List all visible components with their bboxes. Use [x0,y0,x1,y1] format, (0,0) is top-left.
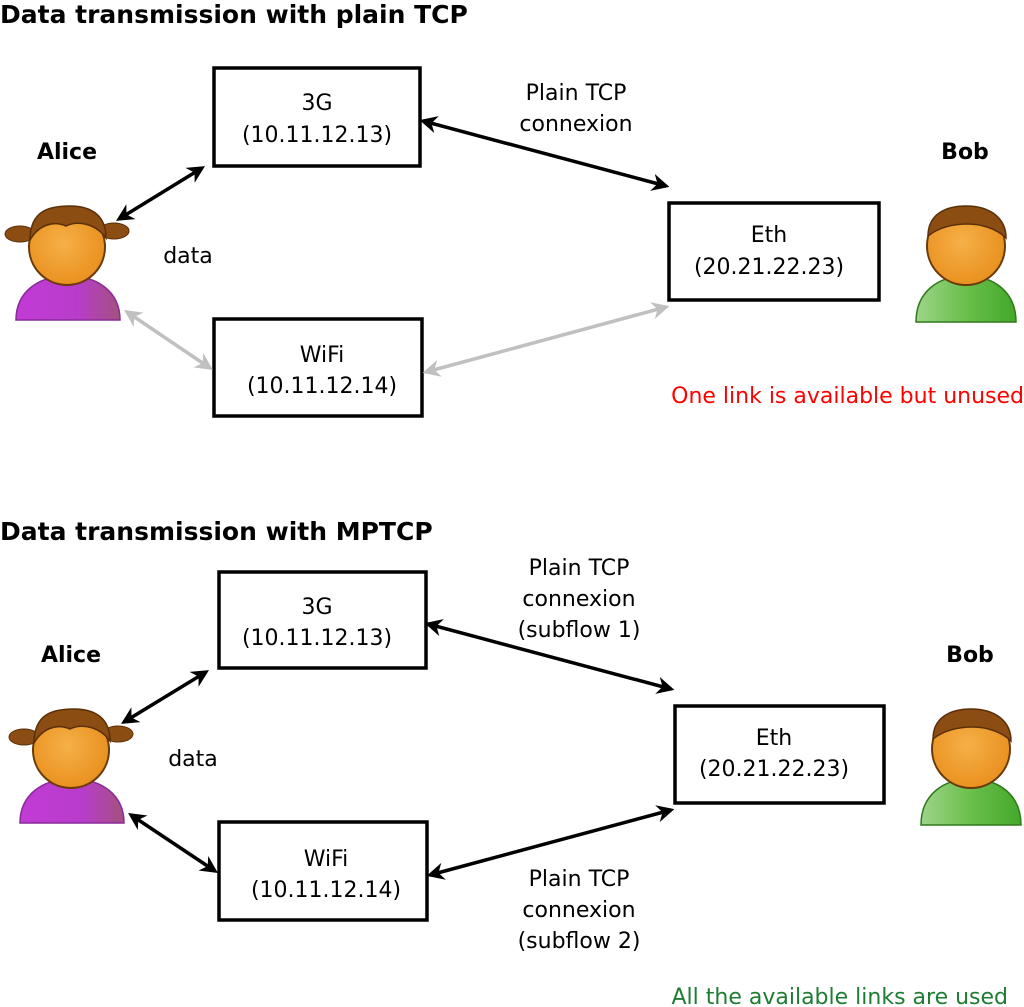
box-3g: 3G (10.11.12.13) [212,66,422,168]
box-eth-address: (20.21.22.23) [694,255,844,280]
box-wifi-address: (10.11.12.14) [247,374,397,399]
bob-avatar: Bob [915,140,1017,323]
arrow-wifi-eth-unused [422,302,670,377]
box-eth-address: (20.21.22.23) [699,757,849,782]
panel-title: Data transmission with MPTCP [0,517,433,546]
box-3g-address: (10.11.12.13) [242,626,392,651]
bob-label: Bob [946,643,994,668]
box-3g: 3G (10.11.12.13) [217,570,428,670]
arrow-alice-wifi-unused [124,310,213,370]
link-wifi-label-line2: connexion [522,898,635,923]
panel-plain-tcp: Data transmission with plain TCP Alice B… [0,0,1024,418]
box-eth: Eth (20.21.22.23) [667,201,881,302]
girl-avatar-icon [4,205,130,321]
arrow-3g-eth [424,619,675,694]
box-3g-name: 3G [301,595,332,620]
arrow-3g-eth [419,116,670,191]
bob-label: Bob [941,140,989,165]
link-3g-label-line1: Plain TCP [529,556,630,581]
box-wifi: WiFi (10.11.12.14) [212,317,424,418]
arrow-alice-3g [121,670,209,724]
panel-title: Data transmission with plain TCP [0,0,468,29]
link-3g-label-line3: (subflow 1) [518,618,641,643]
data-label: data [163,244,213,269]
alice-avatar: Alice [4,140,130,321]
arrow-alice-3g [116,166,205,221]
box-wifi-name: WiFi [300,343,345,368]
link-wifi-label-line1: Plain TCP [529,867,630,892]
alice-label: Alice [41,643,101,668]
arrow-wifi-eth [426,805,675,880]
box-eth: Eth (20.21.22.23) [673,704,886,805]
boy-avatar-icon [920,708,1022,826]
box-3g-address: (10.11.12.13) [242,123,392,148]
box-eth-name: Eth [756,726,792,751]
box-wifi: WiFi (10.11.12.14) [217,820,429,922]
alice-avatar: Alice [8,643,134,824]
link-3g-label-line1: Plain TCP [526,81,627,106]
box-wifi-name: WiFi [304,847,349,872]
link-3g-label-line2: connexion [519,112,632,137]
panel-mptcp: Data transmission with MPTCP Alice Bob [0,517,1022,1007]
girl-avatar-icon [8,708,134,824]
unused-link-note: One link is available but unused [671,384,1024,409]
used-links-note: All the available links are used [672,985,1009,1007]
boy-avatar-icon [915,205,1017,323]
box-eth-name: Eth [751,223,787,248]
arrow-alice-wifi [128,813,218,873]
alice-label: Alice [37,140,97,165]
link-3g-label-line2: connexion [522,587,635,612]
box-wifi-address: (10.11.12.14) [251,878,401,903]
bob-avatar: Bob [920,643,1022,826]
box-3g-name: 3G [301,91,332,116]
data-label: data [168,747,218,772]
link-wifi-label-line3: (subflow 2) [518,929,641,954]
